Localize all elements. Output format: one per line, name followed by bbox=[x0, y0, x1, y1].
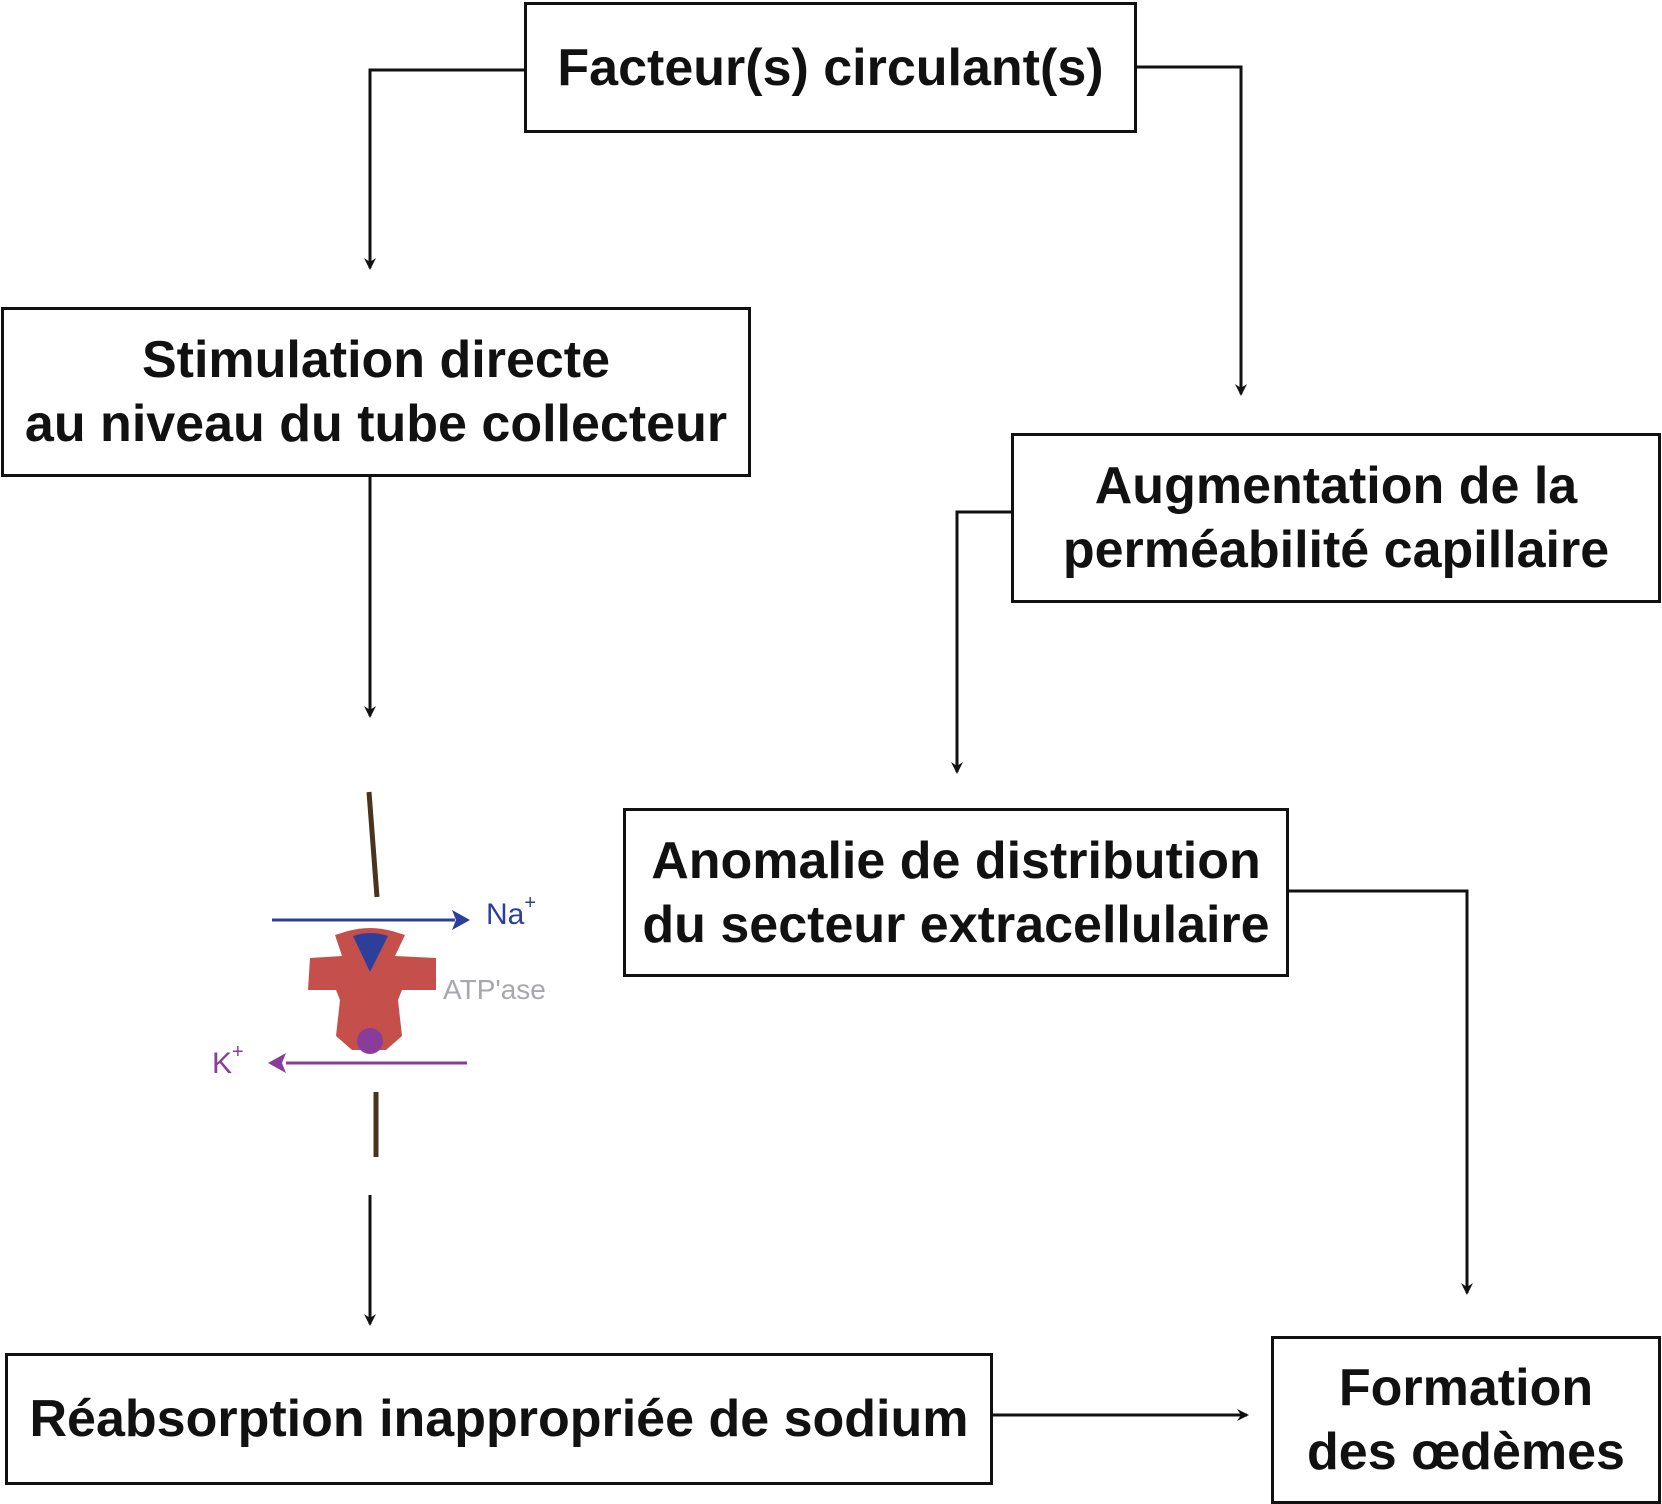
k-binding-site bbox=[357, 1028, 383, 1054]
na-ion-label: Na+ bbox=[486, 892, 536, 932]
na-k-atpase-illustration bbox=[268, 791, 470, 1157]
atpase-pump-shape bbox=[308, 928, 436, 1050]
na-ion-symbol: Na bbox=[486, 898, 525, 931]
arrow-facteurs-to-stimulation bbox=[364, 68, 524, 270]
node-augmentation-line-1: Augmentation de la bbox=[1094, 457, 1578, 515]
node-stimulation-directe: Stimulation directe au niveau du tube co… bbox=[1, 307, 751, 477]
k-ion-label: K+ bbox=[212, 1041, 244, 1081]
arrow-augmentation-to-anomalie bbox=[951, 510, 1011, 774]
k-ion-symbol: K bbox=[212, 1047, 233, 1080]
node-anomalie-distribution: Anomalie de distribution du secteur extr… bbox=[623, 808, 1289, 977]
node-augmentation-line-2: perméabilité capillaire bbox=[1062, 521, 1610, 579]
node-formation-line-1: Formation bbox=[1338, 1359, 1594, 1417]
node-stimulation-line-2: au niveau du tube collecteur bbox=[24, 395, 728, 453]
node-reabsorption-sodium: Réabsorption inappropriée de sodium bbox=[5, 1353, 993, 1485]
node-facteurs-circulants: Facteur(s) circulant(s) bbox=[524, 2, 1137, 133]
node-anomalie-line-1: Anomalie de distribution bbox=[651, 831, 1261, 890]
node-facteurs-line-1: Facteur(s) circulant(s) bbox=[557, 38, 1104, 97]
arrow-facteurs-to-augmentation bbox=[1137, 65, 1247, 396]
node-anomalie-line-2: du secteur extracellulaire bbox=[642, 895, 1270, 954]
node-formation-oedemes: Formation des œdèmes bbox=[1271, 1336, 1661, 1504]
atpase-label: ATP'ase bbox=[443, 974, 546, 1005]
node-reabsorption-line-1: Réabsorption inappropriée de sodium bbox=[29, 1390, 969, 1448]
membrane-upper-segment bbox=[366, 791, 380, 898]
node-formation-line-2: des œdèmes bbox=[1307, 1423, 1625, 1481]
k-arrowhead bbox=[268, 1053, 286, 1073]
na-arrowhead bbox=[452, 910, 470, 930]
na-ion-charge: + bbox=[524, 892, 537, 914]
k-ion-charge: + bbox=[232, 1041, 244, 1063]
na-binding-site bbox=[353, 933, 388, 972]
node-stimulation-line-1: Stimulation directe bbox=[141, 331, 611, 389]
node-augmentation-permeabilite: Augmentation de la perméabilité capillai… bbox=[1011, 433, 1661, 603]
arrow-anomalie-to-formation bbox=[1289, 889, 1473, 1295]
